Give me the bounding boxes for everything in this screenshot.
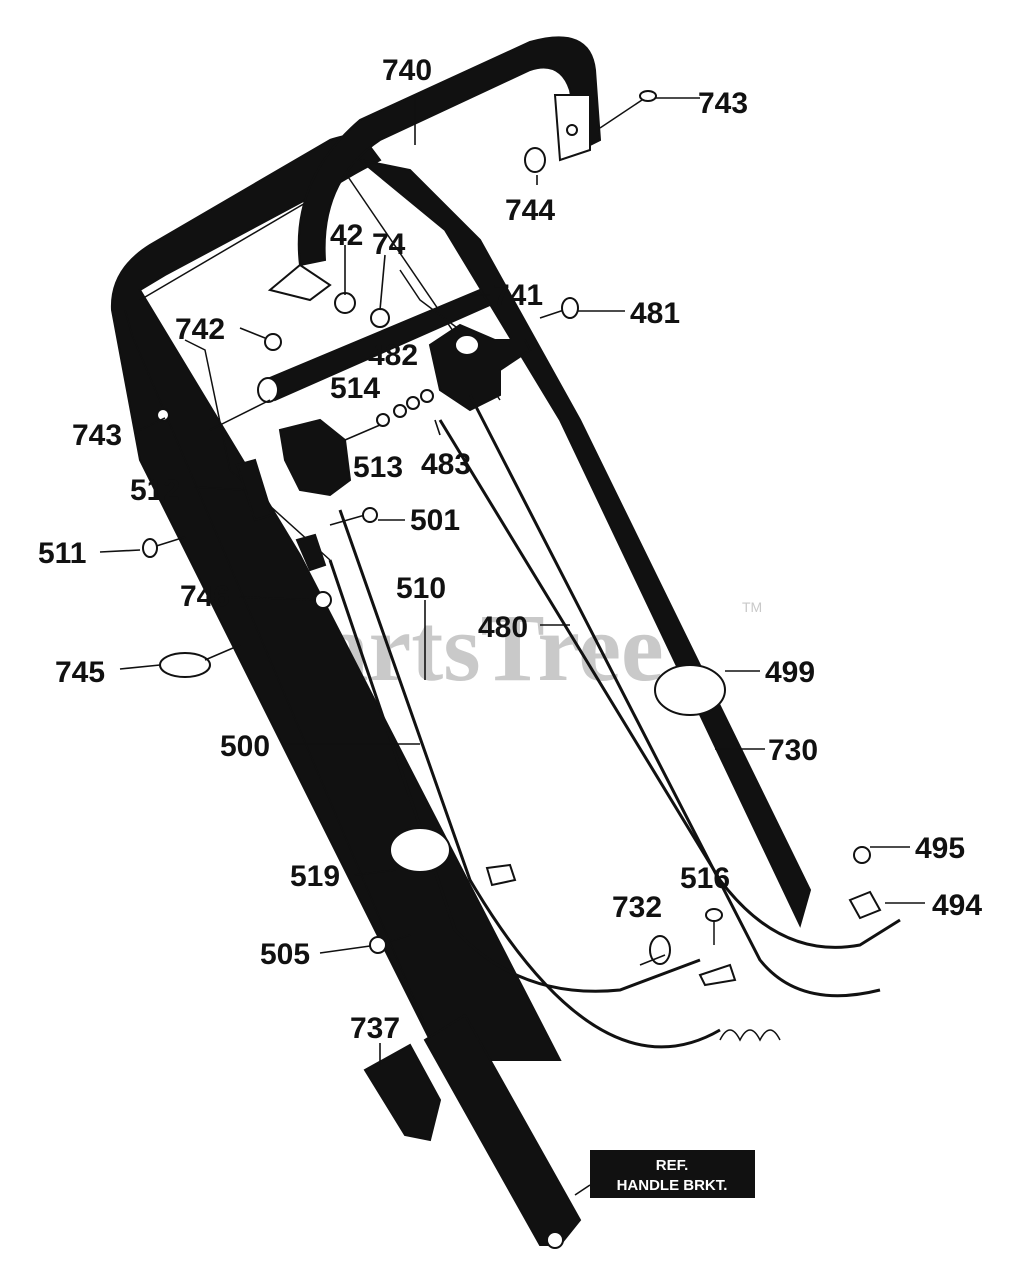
control-lever-482[interactable] <box>428 297 579 412</box>
label-505: 505 <box>260 938 310 971</box>
bolt-505 <box>369 936 387 954</box>
ref-line-2: HANDLE BRKT. <box>617 1177 728 1194</box>
label-494: 494 <box>932 889 982 922</box>
label-737: 737 <box>350 1012 400 1045</box>
ref-line-1: REF. <box>656 1157 689 1174</box>
label-480: 480 <box>478 611 528 644</box>
hairpin-745 <box>159 644 241 678</box>
label-510: 510 <box>396 572 446 605</box>
leader-lines <box>99 95 925 1065</box>
ref-handle-bracket-box: REF. HANDLE BRKT. <box>574 1150 755 1198</box>
label-516: 516 <box>680 862 730 895</box>
knob-737[interactable] <box>363 1043 442 1142</box>
label-499: 499 <box>765 656 815 689</box>
label-744: 744 <box>505 194 555 227</box>
washer-742 <box>264 333 282 351</box>
cable-clip-494 <box>848 890 882 920</box>
label-500: 500 <box>220 730 270 763</box>
label-514: 514 <box>330 372 380 405</box>
bolt-743-top <box>599 90 657 129</box>
bolt-501 <box>362 507 378 523</box>
label-741: 741 <box>493 279 543 312</box>
screw-516 <box>705 908 723 922</box>
label-746: 746 <box>180 580 230 613</box>
label-730: 730 <box>768 734 818 767</box>
bolt-495 <box>853 846 871 864</box>
label-74x: 74 <box>372 228 406 261</box>
label-513: 513 <box>353 451 403 484</box>
label-481: 481 <box>630 297 680 330</box>
label-745: 745 <box>55 656 105 689</box>
control-lever-513[interactable] <box>278 418 381 497</box>
label-511: 511 <box>38 537 86 570</box>
label-501: 501 <box>410 504 460 537</box>
label-519: 519 <box>290 860 340 893</box>
watermark-tm: TM <box>742 599 762 615</box>
spacer-512 <box>235 458 274 522</box>
nut-746 <box>314 591 332 609</box>
label-743-top: 743 <box>698 87 748 120</box>
label-512: 512 <box>130 474 180 507</box>
label-42: 42 <box>330 219 363 252</box>
label-482: 482 <box>368 339 418 372</box>
bail-handle-740[interactable] <box>267 36 602 302</box>
label-495: 495 <box>915 832 965 865</box>
cable-tie-519 <box>389 827 451 873</box>
bolt-743-left <box>209 399 271 431</box>
lower-handle[interactable] <box>423 1013 582 1249</box>
cable-tie-499 <box>654 664 726 716</box>
bushing-732 <box>649 935 671 965</box>
label-732: 732 <box>612 891 662 924</box>
washer-42 <box>334 292 356 314</box>
washer-74x <box>370 308 390 328</box>
control-bar-741[interactable] <box>184 269 492 561</box>
bolt-511 <box>142 538 158 558</box>
label-483: 483 <box>421 448 471 481</box>
cable-clamp <box>295 533 327 572</box>
label-740: 740 <box>382 54 432 87</box>
label-743-left: 743 <box>72 419 122 452</box>
label-742: 742 <box>175 313 225 346</box>
washer-744 <box>524 147 546 173</box>
cables <box>328 394 901 1049</box>
